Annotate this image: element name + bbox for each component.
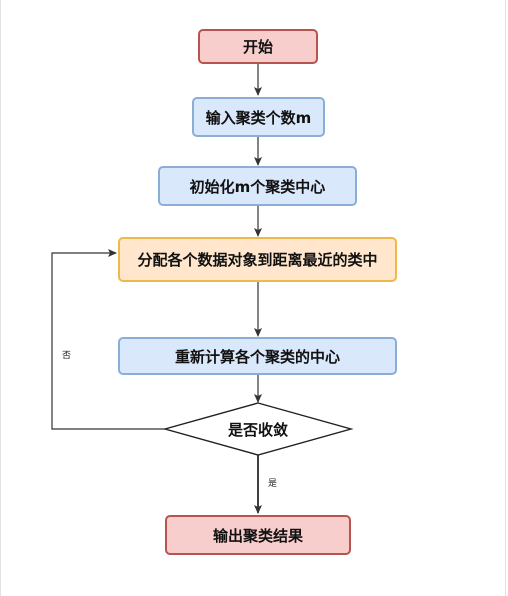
start-node-label: 开始 bbox=[242, 38, 273, 56]
recompute-centers-node: 重新计算各个聚类的中心 bbox=[118, 337, 397, 375]
init-centers-node: 初始化m个聚类中心 bbox=[158, 166, 357, 206]
input-cluster-count-label: 输入聚类个数m bbox=[205, 108, 312, 127]
right-frame-line bbox=[505, 0, 506, 596]
assign-objects-node: 分配各个数据对象到距离最近的类中 bbox=[118, 237, 397, 282]
edge-label-no: 否 bbox=[62, 351, 72, 361]
init-centers-label: 初始化m个聚类中心 bbox=[189, 177, 326, 196]
output-result-label: 输出聚类结果 bbox=[212, 526, 303, 545]
left-frame-line bbox=[0, 0, 1, 596]
assign-objects-label: 分配各个数据对象到距离最近的类中 bbox=[137, 251, 378, 269]
edge-converge-loop-back bbox=[51, 249, 165, 430]
input-cluster-count-node: 输入聚类个数m bbox=[192, 97, 325, 137]
decision-diamond bbox=[162, 402, 354, 456]
converge-decision-label: 是否收敛 bbox=[227, 420, 288, 439]
recompute-centers-label: 重新计算各个聚类的中心 bbox=[174, 347, 340, 366]
edge-label-yes: 是 bbox=[268, 479, 278, 489]
start-node: 开始 bbox=[198, 29, 318, 64]
converge-decision-text: 是否收敛 bbox=[165, 403, 351, 455]
output-result-node: 输出聚类结果 bbox=[165, 515, 351, 555]
